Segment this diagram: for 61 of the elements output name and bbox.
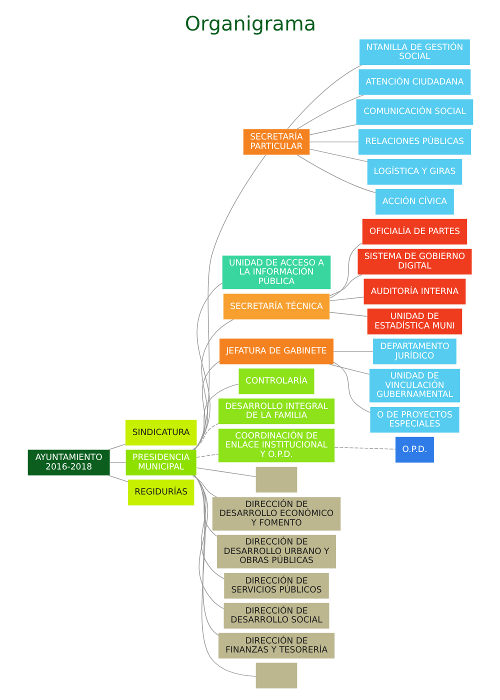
connector bbox=[193, 475, 224, 580]
node-box: LOGÍSTICA Y GIRAS bbox=[366, 159, 462, 185]
connector bbox=[192, 423, 218, 450]
connector bbox=[108, 444, 126, 450]
node-box: DIRECCIÓN DE SERVICIOS PÚBLICOS bbox=[224, 573, 328, 599]
node-box: COMUNICACIÓN SOCIAL bbox=[356, 99, 473, 125]
node-box bbox=[255, 466, 297, 492]
connector bbox=[193, 475, 217, 537]
connector bbox=[194, 475, 224, 610]
node-box: SISTEMA DE GOBIERNO DIGITAL bbox=[357, 248, 472, 274]
node-box: O DE PROYECTOS ESPECIALES bbox=[370, 407, 459, 433]
connector bbox=[192, 475, 216, 498]
node-box: UNIDAD DE ESTADÍSTICA MUNI bbox=[366, 308, 462, 334]
connector bbox=[308, 148, 368, 162]
node-box: DIRECCIÓN DE DESARROLLO URBANO Y OBRAS PÚBLICAS bbox=[216, 534, 336, 568]
connector bbox=[108, 475, 128, 482]
connector bbox=[196, 467, 256, 478]
connector bbox=[296, 94, 364, 130]
connector bbox=[308, 124, 356, 136]
connector bbox=[334, 446, 396, 450]
connector bbox=[194, 282, 222, 450]
connector bbox=[329, 242, 362, 298]
node-box: CONTROLARÍA bbox=[238, 368, 314, 394]
node-box: JEFATURA DE GABINETE bbox=[219, 338, 333, 364]
node-box: DIRECCIÓN DE DESARROLLO ECONÓMICO Y FOMENTO bbox=[212, 497, 340, 531]
diagram-title: Organigrama bbox=[184, 11, 316, 36]
connector bbox=[332, 351, 373, 352]
connector bbox=[332, 362, 370, 413]
node-box: ATENCIÓN CIUDADANA bbox=[358, 69, 470, 95]
node-box: DIRECCIÓN DE DESARROLLO SOCIAL bbox=[223, 602, 329, 629]
node-box: COORDINACIÓN DE ENLACE INSTITUCIONAL Y O.P.D. bbox=[218, 428, 334, 462]
connector bbox=[286, 64, 362, 130]
connector bbox=[328, 364, 370, 375]
node-box: ACCIÓN CÍVICA bbox=[375, 188, 454, 215]
connector bbox=[328, 296, 364, 302]
connector bbox=[194, 154, 266, 450]
connector bbox=[196, 454, 218, 458]
connector bbox=[109, 462, 126, 463]
node-box bbox=[255, 662, 297, 688]
node-box: SINDICATURA bbox=[124, 420, 196, 446]
node-box: OFICIALÍA DE PARTES bbox=[362, 218, 467, 245]
node-box: NTANILLA DE GESTIÓN SOCIAL bbox=[359, 39, 470, 65]
node-box: SECRETARÍA TÉCNICA bbox=[222, 294, 330, 320]
node-box: DESARROLLO INTEGRAL DE LA FAMILIA bbox=[218, 398, 334, 424]
connector bbox=[194, 475, 218, 636]
node-box: RELACIONES PÚBLICAS bbox=[358, 129, 471, 155]
node-box: O.P.D. bbox=[395, 436, 434, 463]
connector bbox=[296, 154, 376, 194]
connector bbox=[193, 384, 238, 450]
connector bbox=[194, 475, 256, 677]
node-box: UNIDAD DE ACCESO A LA INFORMACIÓN PÚBLICA bbox=[222, 256, 330, 290]
node-box: SECRETARÍA PARTICULAR bbox=[242, 129, 310, 155]
node-box: AUDITORÍA INTERNA bbox=[363, 278, 466, 304]
node-box: DIRECCIÓN DE FINANZAS Y TESORERÍA bbox=[218, 632, 334, 658]
connector bbox=[328, 312, 368, 317]
node-box: AYUNTAMIENTO 2016-2018 bbox=[27, 450, 110, 476]
node-box: DEPARTAMENTO JURÍDICO bbox=[372, 338, 456, 364]
connector bbox=[328, 274, 362, 296]
node-box: REGIDURÍAS bbox=[127, 480, 194, 506]
node-box: PRESIDENCIA MUNICIPAL bbox=[125, 450, 196, 476]
node-box: UNIDAD DE VINCULACIÓN GUBERNAMENTAL bbox=[368, 368, 460, 402]
